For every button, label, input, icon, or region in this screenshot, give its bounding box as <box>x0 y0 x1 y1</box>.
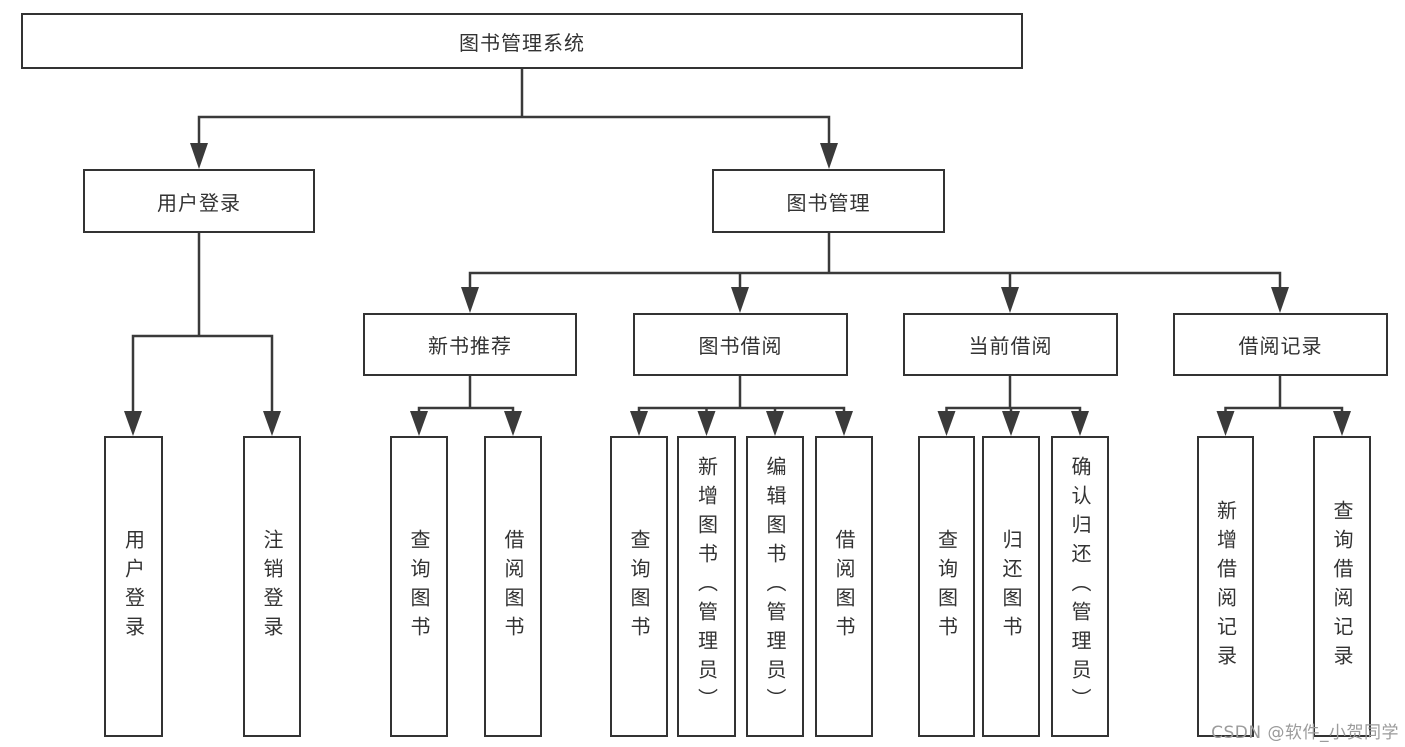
node-leaf-query-book-2: 查询图书 <box>610 436 668 737</box>
node-leaf-user-login: 用户登录 <box>104 436 163 737</box>
node-root-label: 图书管理系统 <box>459 30 585 55</box>
connector-borrow-records-group <box>1216 376 1351 436</box>
csdn-watermark: CSDN @软件_小贺同学 <box>1211 723 1399 743</box>
node-user-login: 用户登录 <box>83 169 315 233</box>
node-leaf-confirm-return-label: 确认归还（管理员） <box>1068 456 1092 717</box>
connector-current-borrow-group <box>937 376 1089 436</box>
node-leaf-add-record: 新增借阅记录 <box>1197 436 1254 737</box>
node-leaf-edit-book: 编辑图书（管理员） <box>746 436 804 737</box>
node-new-book-rec-label: 新书推荐 <box>428 334 512 358</box>
connector-book-mgmt-group <box>461 233 1289 313</box>
node-leaf-confirm-return: 确认归还（管理员） <box>1051 436 1109 737</box>
node-root: 图书管理系统 <box>21 13 1023 69</box>
node-leaf-add-book-label: 新增图书（管理员） <box>694 456 719 717</box>
node-book-mgmt: 图书管理 <box>712 169 945 233</box>
node-book-mgmt-label: 图书管理 <box>786 190 871 215</box>
node-leaf-borrow-book-1: 借阅图书 <box>484 436 542 737</box>
node-leaf-borrow-book-1-label: 借阅图书 <box>501 528 525 645</box>
node-leaf-query-book-3-label: 查询图书 <box>934 528 959 645</box>
node-leaf-query-book-1-label: 查询图书 <box>407 528 431 645</box>
node-leaf-add-record-label: 新增借阅记录 <box>1213 499 1238 674</box>
node-book-borrow-label: 图书借阅 <box>698 334 783 358</box>
node-book-borrow: 图书借阅 <box>633 313 848 376</box>
node-leaf-return-book: 归还图书 <box>982 436 1040 737</box>
node-leaf-add-book: 新增图书（管理员） <box>677 436 736 737</box>
node-current-borrow-label: 当前借阅 <box>968 334 1053 358</box>
node-user-login-label: 用户登录 <box>157 190 241 215</box>
node-leaf-user-login-label: 用户登录 <box>121 528 146 645</box>
node-leaf-logout: 注销登录 <box>243 436 301 737</box>
connector-new-book-rec-group <box>410 376 522 436</box>
node-leaf-borrow-book-2: 借阅图书 <box>815 436 873 737</box>
node-leaf-query-record: 查询借阅记录 <box>1313 436 1371 737</box>
node-leaf-query-record-label: 查询借阅记录 <box>1330 499 1354 674</box>
node-leaf-query-book-1: 查询图书 <box>390 436 448 737</box>
node-leaf-edit-book-label: 编辑图书（管理员） <box>763 456 787 717</box>
node-leaf-query-book-3: 查询图书 <box>918 436 975 737</box>
node-leaf-borrow-book-2-label: 借阅图书 <box>832 528 856 645</box>
connector-book-borrow-group <box>630 376 853 436</box>
connector-root-to-level2 <box>190 69 838 169</box>
node-new-book-rec: 新书推荐 <box>363 313 577 376</box>
node-borrow-records: 借阅记录 <box>1173 313 1388 376</box>
node-leaf-return-book-label: 归还图书 <box>999 528 1023 645</box>
node-leaf-query-book-2-label: 查询图书 <box>627 528 651 645</box>
node-current-borrow: 当前借阅 <box>903 313 1118 376</box>
node-borrow-records-label: 借阅记录 <box>1238 334 1323 358</box>
connector-user-login-group <box>124 233 281 436</box>
node-leaf-logout-label: 注销登录 <box>260 528 284 645</box>
